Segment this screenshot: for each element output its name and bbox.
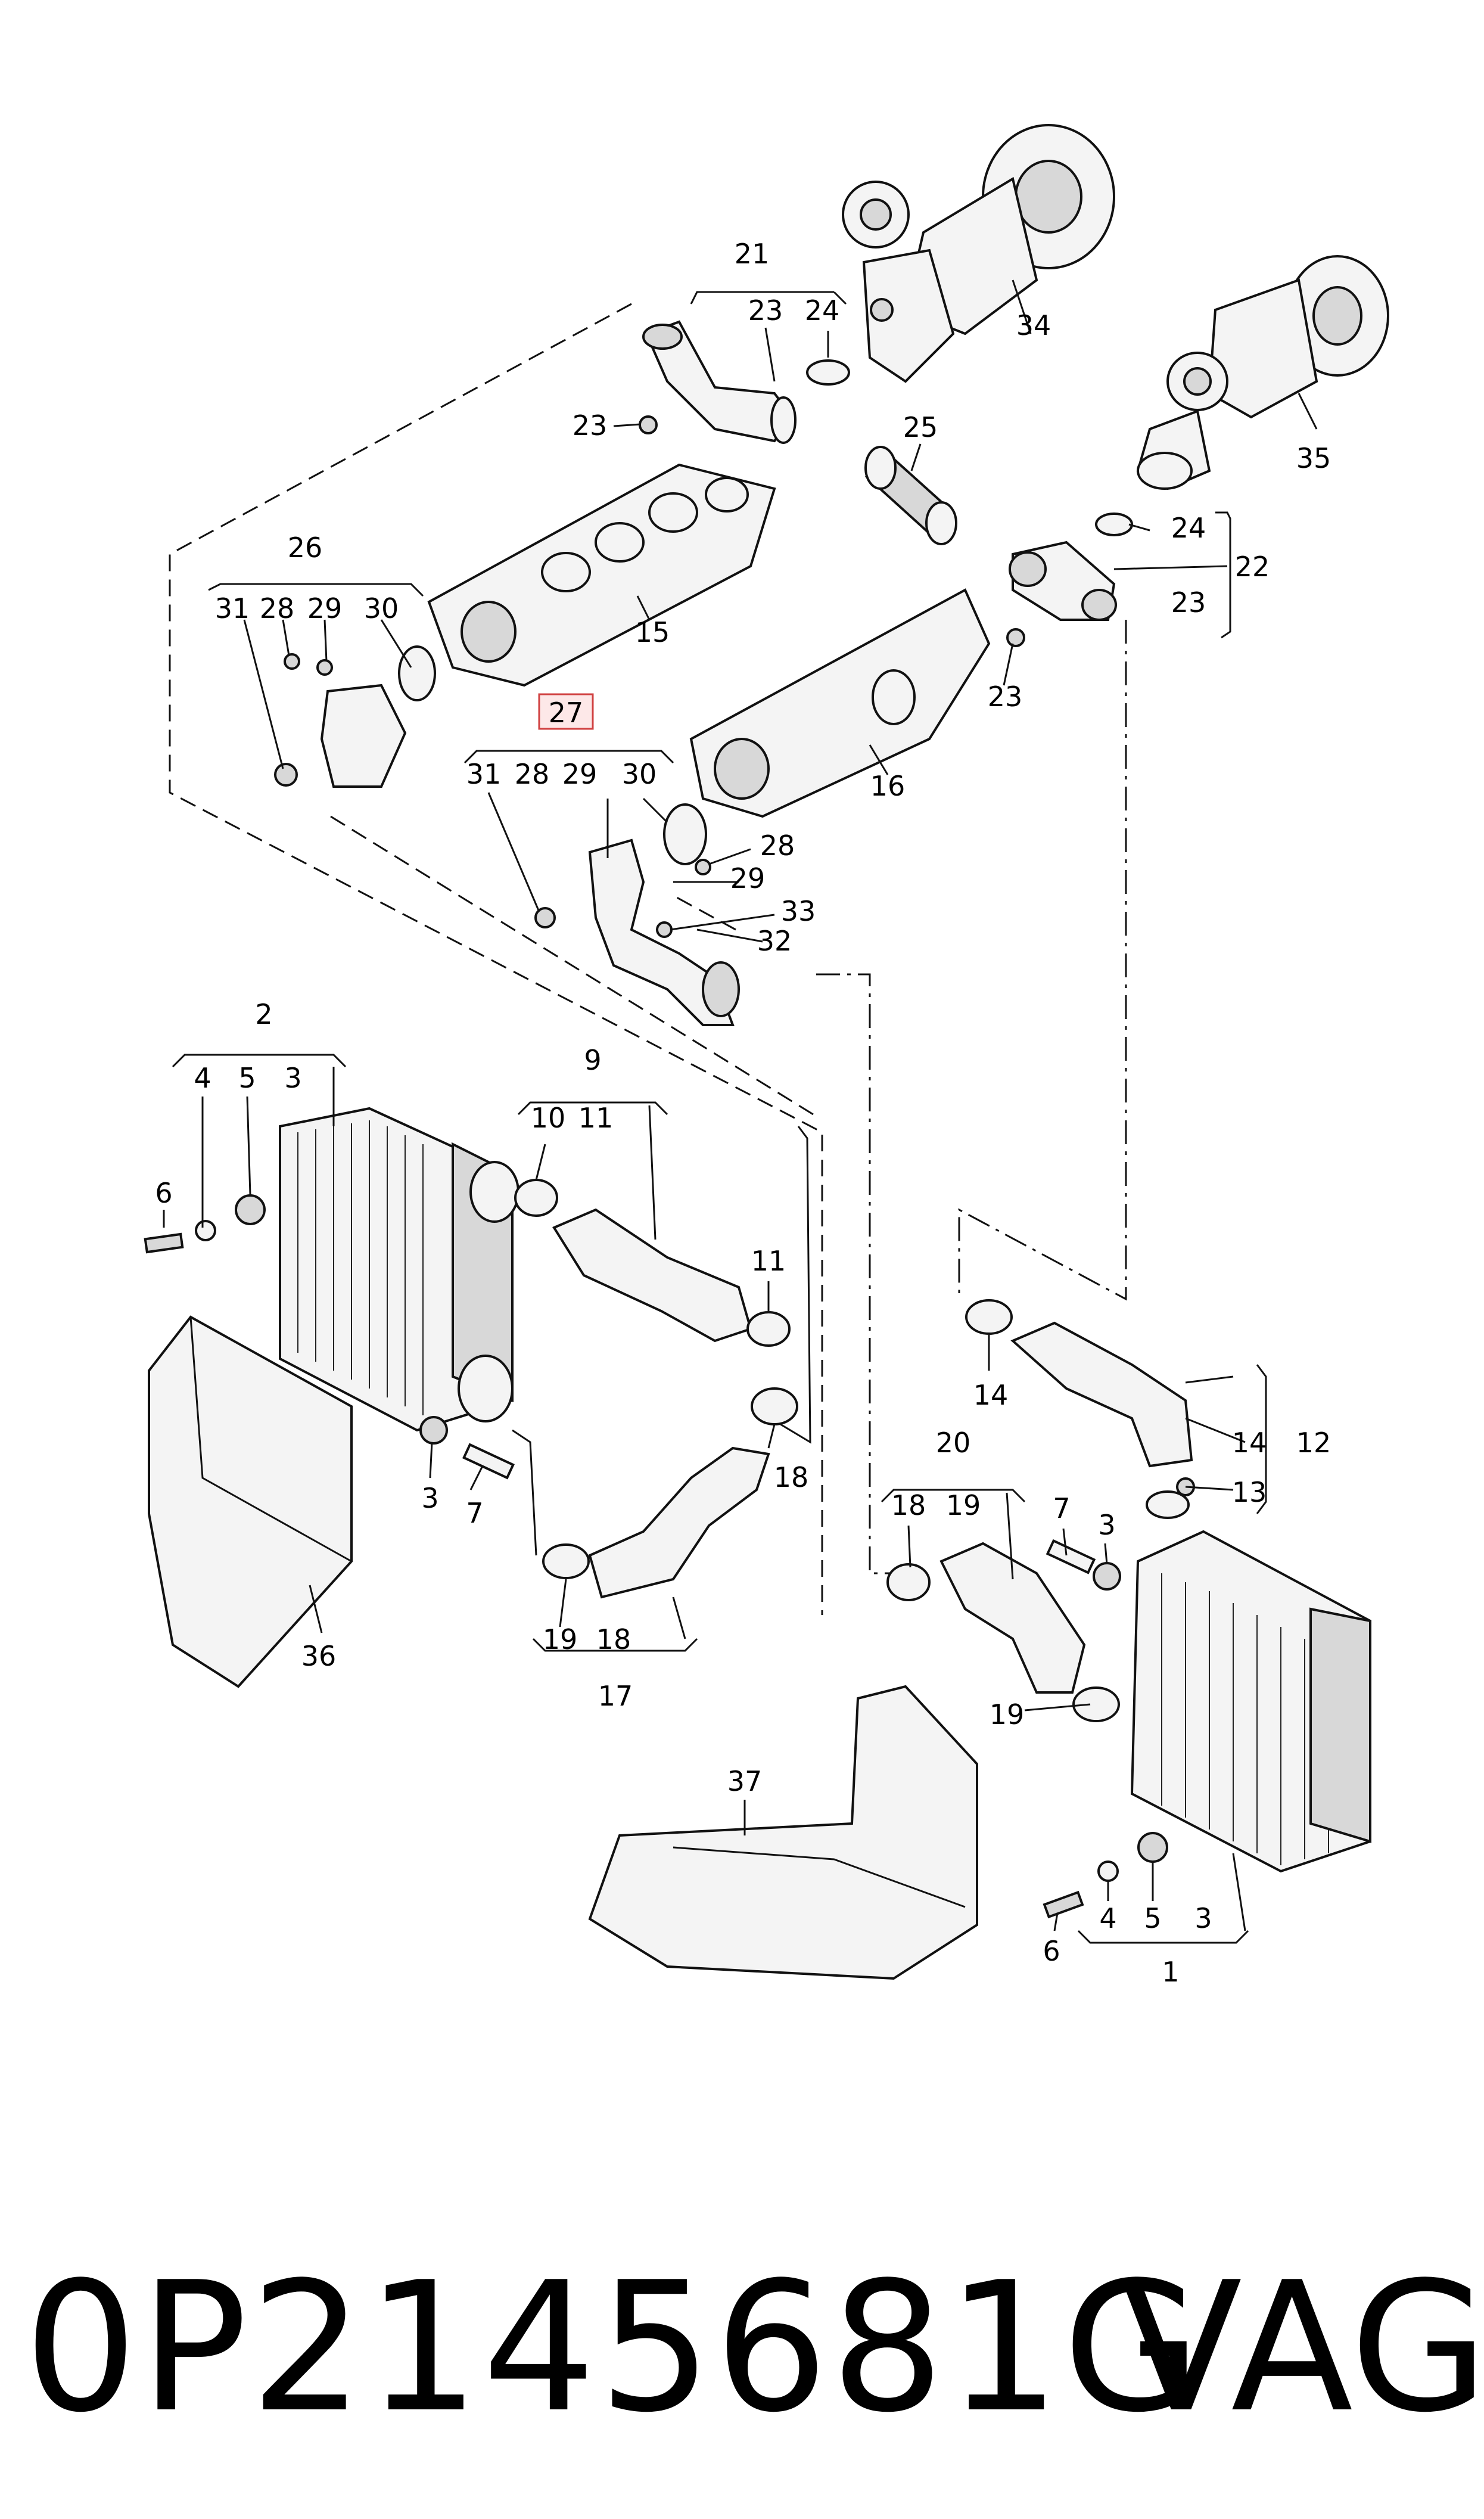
callout-7: 7	[466, 1497, 483, 1529]
callout-3: 3	[1194, 1902, 1212, 1934]
footer-caption: 0P2145681G VAG	[0, 2145, 1484, 2479]
callout-12: 12	[1296, 1427, 1331, 1459]
callout-29: 29	[562, 758, 598, 790]
hose-12	[965, 1299, 1193, 1519]
callout-1: 1	[1162, 1956, 1179, 1988]
callout-33: 33	[781, 895, 816, 927]
callout-3: 3	[284, 1062, 301, 1094]
callout-19: 19	[946, 1489, 981, 1521]
connector-22	[1009, 452, 1193, 621]
callout-19: 19	[990, 1698, 1025, 1731]
callout-23: 23	[748, 294, 783, 327]
callout-4: 4	[194, 1062, 211, 1094]
brand-label: VAG	[1120, 2244, 1484, 2452]
intercooler-1	[1130, 1530, 1371, 1873]
callout-23: 23	[988, 681, 1023, 713]
callout-11: 11	[578, 1102, 614, 1134]
hose-20	[886, 1542, 1120, 1722]
callout-37: 37	[727, 1765, 763, 1797]
callout-29: 29	[307, 592, 343, 625]
elbow-26	[274, 645, 436, 788]
callout-5: 5	[1144, 1902, 1161, 1934]
pipe-25	[864, 446, 957, 545]
shroud-36	[148, 1315, 353, 1688]
callout-9: 9	[584, 1044, 601, 1076]
shroud-37	[588, 1685, 978, 1980]
turbocharger-35	[1136, 255, 1389, 490]
callout-28: 28	[515, 758, 550, 790]
callout-30: 30	[622, 758, 657, 790]
callout-23: 23	[1171, 586, 1206, 619]
intake-manifold-15	[427, 463, 776, 687]
callout-34: 34	[1016, 309, 1051, 341]
callout-29: 29	[730, 862, 766, 894]
callout-15: 15	[635, 616, 670, 648]
exploded-parts-diagram: 21 23 24 34 23 25 35 24 22 23 26 31 28 2…	[144, 124, 1389, 1988]
callout-11: 11	[751, 1245, 786, 1277]
callout-22: 22	[1235, 551, 1270, 583]
callout-21: 21	[735, 238, 770, 270]
callout-23: 23	[573, 409, 608, 442]
callout-28: 28	[760, 830, 795, 862]
callout-3: 3	[421, 1482, 438, 1514]
callout-26: 26	[288, 532, 323, 564]
callout-3: 3	[1098, 1509, 1115, 1541]
hose-9	[514, 1179, 791, 1347]
callout-17: 17	[598, 1680, 633, 1712]
callout-30: 30	[364, 592, 399, 625]
pipe-27	[534, 803, 740, 1026]
callout-31: 31	[215, 592, 250, 625]
hardware-bolts-clamps	[144, 415, 1195, 1919]
callout-labels: 21 23 24 34 23 25 35 24 22 23 26 31 28 2…	[155, 238, 1331, 1988]
hose-17	[542, 1387, 798, 1599]
callout-28: 28	[260, 592, 295, 625]
callout-13: 13	[1232, 1476, 1267, 1508]
callout-24: 24	[1171, 512, 1206, 544]
callout-18: 18	[891, 1489, 926, 1521]
callout-16: 16	[870, 770, 906, 802]
callout-20: 20	[936, 1427, 971, 1459]
callout-24: 24	[805, 294, 840, 327]
intercooler-2	[279, 1107, 519, 1432]
callout-31: 31	[466, 758, 502, 790]
callout-18: 18	[596, 1623, 631, 1655]
callout-35: 35	[1296, 442, 1331, 474]
leader-lines	[163, 279, 1318, 1944]
callout-36: 36	[301, 1640, 337, 1672]
turbocharger-34	[842, 124, 1115, 383]
callout-27-highlight	[538, 693, 594, 730]
callout-14: 14	[1232, 1427, 1267, 1459]
callout-4: 4	[1099, 1902, 1116, 1934]
charge-pipe-21	[642, 320, 850, 444]
callout-32: 32	[757, 925, 792, 957]
callout-10: 10	[531, 1102, 566, 1134]
callout-14: 14	[973, 1379, 1009, 1411]
intake-manifold-16	[689, 588, 991, 818]
assembly-guide-lines	[169, 303, 1127, 1615]
callout-5: 5	[238, 1062, 256, 1094]
part-number: 0P2145681G	[24, 2244, 1204, 2452]
callout-25: 25	[903, 411, 938, 443]
callout-2: 2	[255, 998, 272, 1030]
callout-7: 7	[1053, 1492, 1070, 1524]
callout-6: 6	[155, 1177, 172, 1209]
callout-27: 27	[549, 697, 584, 729]
callout-19: 19	[543, 1623, 578, 1655]
callout-18: 18	[774, 1461, 809, 1493]
callout-6: 6	[1043, 1935, 1060, 1967]
